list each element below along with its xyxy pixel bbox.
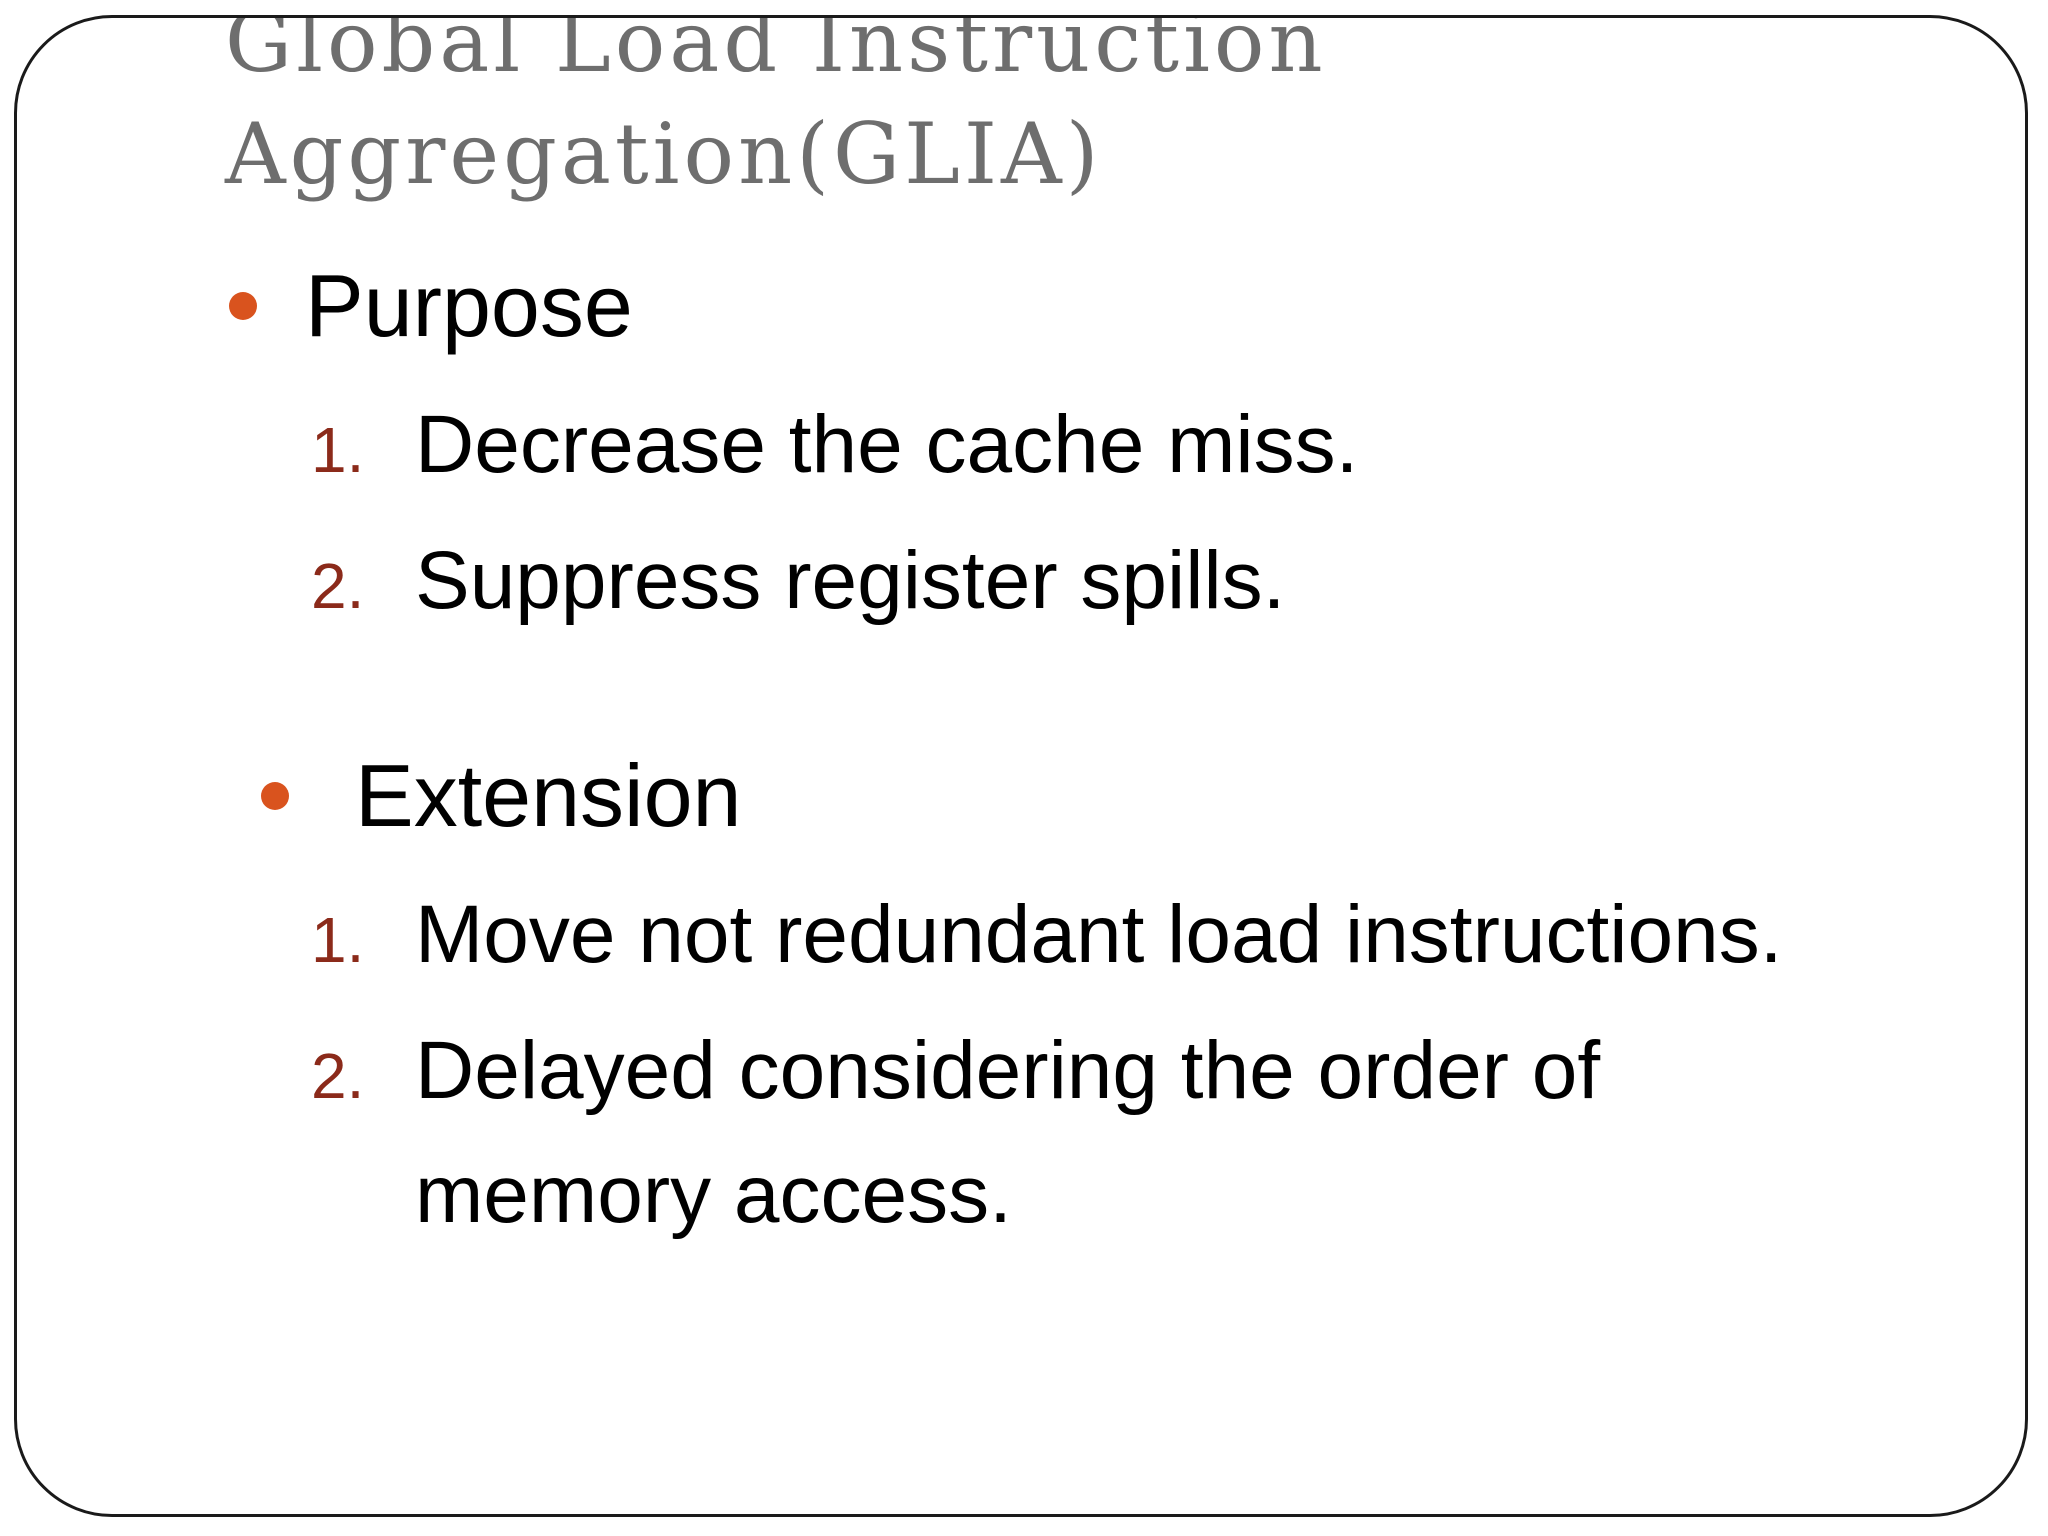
list-item: 1. Move not redundant load instructions. — [311, 873, 1783, 997]
slide-title-line-2: Aggregation(GLIA) — [225, 105, 1103, 203]
list-number: 1. — [311, 904, 365, 976]
list-number: 2. — [311, 550, 365, 622]
section-extension: Extension — [261, 746, 741, 846]
section-purpose: Purpose — [229, 256, 633, 356]
list-item: 2. Delayed considering the order of memo… — [311, 1009, 1600, 1257]
list-item-text: Delayed considering the order of memory … — [415, 1009, 1600, 1257]
list-item: 2. Suppress register spills. — [311, 519, 1285, 643]
list-number: 2. — [311, 1040, 365, 1112]
list-item-text-line-2: memory access. — [415, 1149, 1012, 1240]
slide-frame: Global Load Instruction Aggregation(GLIA… — [14, 15, 2028, 1517]
bullet-dot-icon — [229, 292, 257, 320]
slide-title: Global Load Instruction Aggregation(GLIA… — [225, 15, 1925, 210]
list-item-text-line-1: Delayed considering the order of — [415, 1025, 1601, 1116]
list-item-text: Decrease the cache miss. — [415, 399, 1359, 490]
bullet-dot-icon — [261, 782, 289, 810]
slide-title-line-1: Global Load Instruction — [225, 15, 1327, 91]
list-item-text: Suppress register spills. — [415, 535, 1286, 626]
list-item: 1. Decrease the cache miss. — [311, 383, 1358, 507]
list-item-text: Move not redundant load instructions. — [415, 889, 1783, 980]
section-label-extension: Extension — [355, 746, 742, 845]
list-number: 1. — [311, 414, 365, 486]
section-label-purpose: Purpose — [305, 256, 633, 355]
